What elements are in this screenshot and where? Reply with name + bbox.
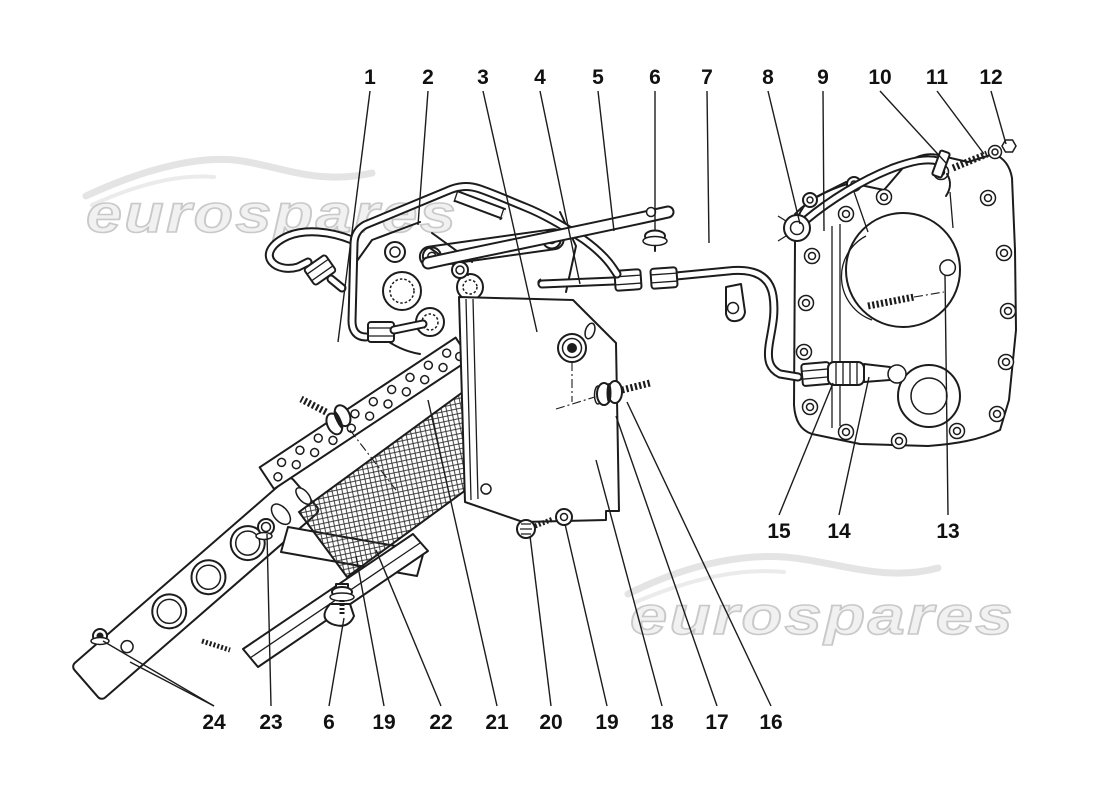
watermark-swoosh-tail [90,174,216,207]
cover-stud [867,293,915,310]
leader-line-14 [838,376,870,516]
washer [555,508,573,526]
callout-8: 8 [762,66,774,89]
callout-11: 11 [926,66,949,89]
flare-nut [367,321,395,343]
screw [516,516,554,539]
cover-main-opening [845,212,961,328]
leader-line-9 [822,90,825,232]
union-body [827,361,865,386]
leader-line-19 [564,523,608,707]
delivery-pipe [537,265,907,387]
rubber-mount-stud [593,379,651,406]
leader-line-2 [417,90,429,226]
union-nut [800,361,832,387]
retaining-strap [421,205,675,270]
leader-line-3 [482,90,538,333]
callout-17: 17 [705,711,728,734]
hex-bolt [323,583,355,627]
leader-line-5 [597,90,615,232]
leader-line-15 [778,382,834,516]
leader-line-24 [102,640,215,707]
callout-16: 16 [759,711,782,734]
watermark-swoosh-tail [634,569,786,604]
callout-20: 20 [539,711,562,734]
upper-oil-pipe [777,139,1017,242]
callout-3: 3 [477,66,489,89]
drain-plug [939,259,957,277]
rubber-mount-stud [325,404,352,436]
watermark-top-left: eurospares [82,155,457,245]
flare-nut [303,254,337,286]
leader-line-17 [615,415,718,707]
mounting-plate [458,296,651,539]
callout-12: 12 [979,66,1002,89]
callout-22: 22 [429,711,452,734]
cover-bolt-holes [795,163,1017,450]
leader-line-24 [129,661,215,707]
cooler-side-plate [72,476,320,700]
oil-cooler [72,336,547,700]
leader-line-22 [375,549,442,707]
leader-line-19 [355,555,385,707]
nut [1001,139,1017,153]
watermark-bottom-right: eurospares [624,552,1015,647]
callout-5: 5 [592,66,604,89]
callout-13: 13 [936,520,959,543]
callout-21: 21 [485,711,509,734]
leader-line-6 [328,617,345,707]
leader-line-4 [539,90,581,285]
leader-line-16 [626,401,772,707]
leader-line-10 [879,90,947,164]
flare-nut [649,266,679,290]
callout-6: 6 [323,711,335,734]
callout-24: 24 [202,711,226,734]
callout-19: 19 [372,711,395,734]
callout-18: 18 [650,711,674,734]
watermark-swoosh [624,552,942,598]
rubber-mount [557,333,587,363]
callout-19: 19 [595,711,618,734]
leader-line-23 [266,533,272,707]
watermark-swoosh [82,155,376,200]
callout-23: 23 [259,711,282,734]
leader-line-12 [990,90,1007,145]
leader-line-1 [337,90,371,343]
callout-2: 2 [422,66,434,89]
corner-nut [90,628,110,646]
callout-15: 15 [767,520,791,543]
callout-1: 1 [364,66,376,89]
callout-6: 6 [649,66,661,89]
callout-14: 14 [827,520,851,543]
callout-4: 4 [534,66,546,89]
oil-pipe-loop [264,182,622,343]
callout-7: 7 [701,66,713,89]
leader-line-8 [767,90,801,225]
hex-cap-bolt [642,229,668,252]
leader-line-13 [944,274,949,516]
stud [951,150,989,172]
leader-line-20 [529,535,552,707]
leader-line-11 [936,90,985,155]
callout-9: 9 [817,66,829,89]
leader-line-18 [595,459,663,707]
leader-line-21 [427,399,498,707]
callout-10: 10 [868,66,891,89]
watermark-text: eurospares [630,586,1015,646]
leader-line-7 [706,90,710,244]
plate-nut [255,518,275,541]
